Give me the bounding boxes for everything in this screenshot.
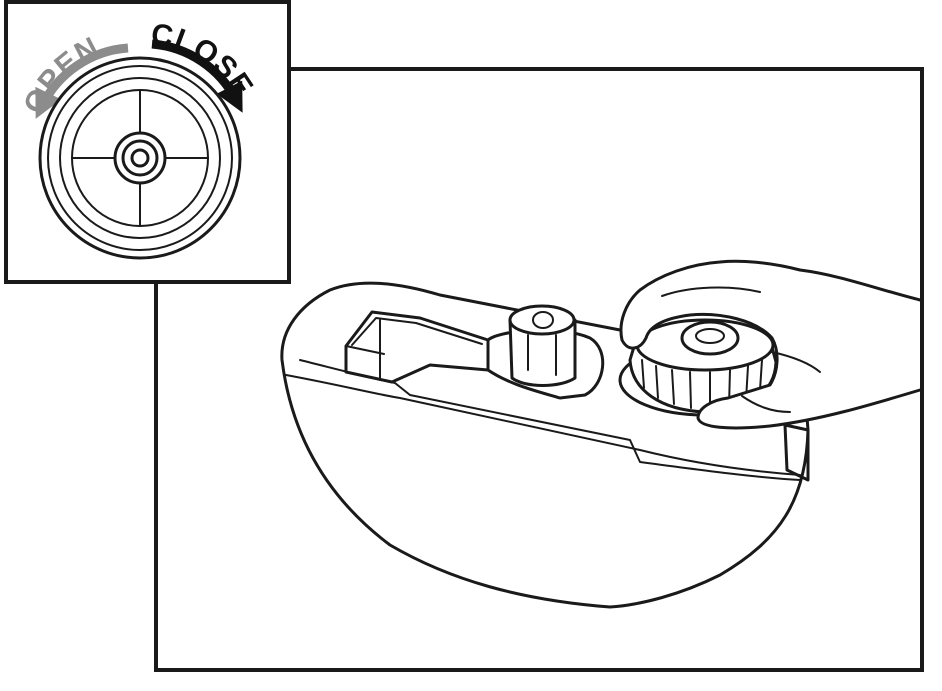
base-rim-inner: [299, 359, 801, 481]
slot-edge: [345, 345, 385, 355]
open-arrow: [35, 43, 129, 119]
main-panel: [154, 67, 924, 672]
post-top: [508, 304, 576, 336]
cap-center: [695, 328, 725, 344]
base-right-lip: [783, 423, 810, 482]
hand-knuckle: [771, 351, 821, 373]
cap-hub-center: [130, 148, 150, 168]
post-notch: [527, 334, 557, 376]
cap-center-ring: [680, 320, 740, 356]
base-rim: [285, 374, 801, 476]
rotating-cap-icon: [38, 56, 242, 260]
cap-ring-3: [59, 77, 221, 239]
hand-outline: [619, 259, 922, 430]
post-body: [508, 318, 577, 387]
inset-panel: OPEN CLOSE: [4, 0, 291, 284]
cap-outer-ring: [38, 56, 242, 260]
water-slot: [344, 310, 490, 384]
hand: [619, 259, 922, 430]
hand-thumb-crease: [741, 395, 791, 413]
hand-finger-line: [661, 286, 761, 297]
post-hole: [532, 311, 554, 329]
post-recess: [486, 304, 605, 400]
close-arrow: [151, 39, 243, 113]
cap-ring-2: [47, 65, 233, 251]
cap-ridges: [641, 359, 763, 411]
slot-inner: [351, 317, 483, 346]
